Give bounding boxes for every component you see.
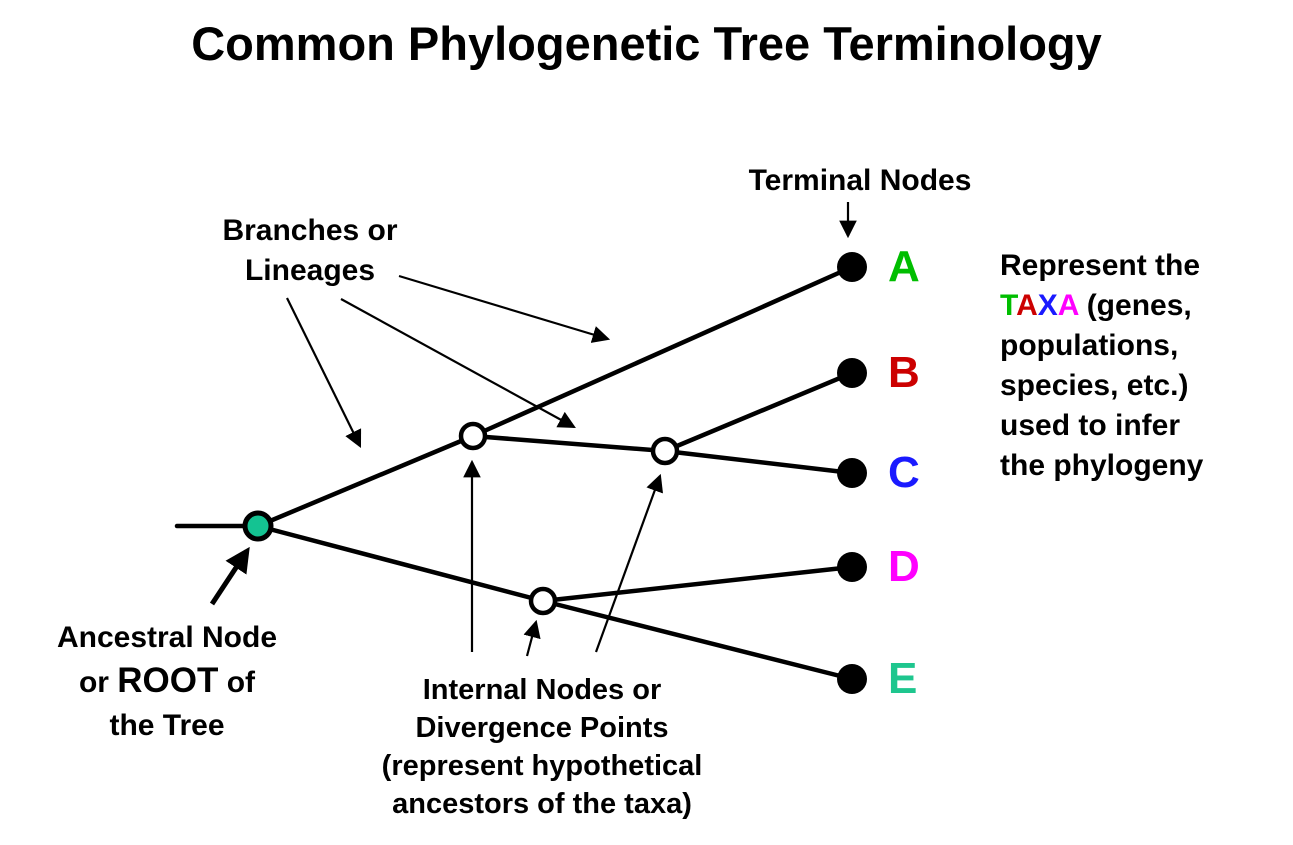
branches-arrow-3 <box>398 274 611 343</box>
terminal-node-c <box>837 458 867 488</box>
ancestral-node-arrow <box>209 546 250 606</box>
branch-root-to-internal3 <box>255 523 546 604</box>
description-line1: Represent the <box>1000 249 1201 282</box>
ancestral-root-node <box>242 510 274 542</box>
internal-label-line2: Divergence Points <box>415 712 669 744</box>
branch-root-to-internal1 <box>255 433 476 529</box>
terminal-node-a <box>837 252 867 282</box>
internal-node-1 <box>458 421 488 451</box>
taxa-letter-a2: A <box>1057 289 1079 322</box>
branch-internal2-to-b <box>662 370 855 454</box>
description-line2-rest: (genes, <box>1078 289 1192 322</box>
internal-node-3 <box>528 586 558 616</box>
ancestral-node-label: Ancestral Node or ROOT of the Tree <box>22 616 312 747</box>
branch-internal3-to-e <box>540 598 855 682</box>
annotation-arrows-group <box>286 202 857 657</box>
internal-label-line1: Internal Nodes or <box>422 674 662 706</box>
ancestral-label-line1: Ancestral Node <box>56 621 278 654</box>
taxon-label-c: C <box>888 448 920 497</box>
branches-label-line1: Branches or <box>222 214 398 247</box>
terminal-node-e <box>837 664 867 694</box>
taxon-label-b: B <box>888 348 920 397</box>
description-line3: populations, <box>1000 329 1179 362</box>
branches-label-line2: Lineages <box>244 254 376 287</box>
terminal-node-b <box>837 358 867 388</box>
ancestral-label-line3: the Tree <box>109 709 225 742</box>
internal-nodes-arrow-3 <box>594 473 664 653</box>
taxa-letter-t: T <box>1000 289 1017 322</box>
ancestral-of-text: of <box>218 666 256 699</box>
internal-node-2 <box>650 436 680 466</box>
branches-arrow-2 <box>340 298 576 429</box>
branches-group <box>174 264 855 682</box>
branch-internal1-to-a <box>470 264 855 439</box>
branch-internal3-to-d <box>540 564 855 604</box>
taxa-description: Represent the TAXA (genes, populations, … <box>1000 246 1293 486</box>
branches-arrow-1 <box>286 297 362 448</box>
branches-label: Branches or Lineages <box>185 211 435 291</box>
terminal-nodes-label: Terminal Nodes <box>748 164 972 197</box>
ancestral-or-text: or <box>78 666 118 699</box>
ancestral-label-line2: or ROOT of <box>22 659 312 704</box>
taxon-label-a: A <box>888 242 920 291</box>
description-line6: the phylogeny <box>1000 449 1204 482</box>
taxa-letter-x: X <box>1037 289 1058 322</box>
root-word: ROOT <box>117 661 219 700</box>
terminal-node-d <box>837 552 867 582</box>
internal-label-line4: ancestors of the taxa) <box>392 788 692 820</box>
branch-internal2-to-c <box>662 448 855 476</box>
taxa-letter-a1: A <box>1016 289 1038 322</box>
internal-nodes-label: Internal Nodes or Divergence Points (rep… <box>328 671 756 823</box>
description-line2: TAXA (genes, <box>1000 286 1293 326</box>
internal-label-line3: (represent hypothetical <box>381 750 703 782</box>
internal-nodes-arrow-2 <box>523 619 541 657</box>
page-title: Common Phylogenetic Tree Terminology <box>191 17 1102 70</box>
branch-internal1-to-internal2 <box>470 433 668 454</box>
description-line4: species, etc.) <box>1000 369 1189 402</box>
taxon-label-d: D <box>888 542 920 591</box>
taxon-label-e: E <box>888 654 918 703</box>
description-line5: used to infer <box>1000 409 1181 442</box>
nodes-group <box>242 252 867 694</box>
